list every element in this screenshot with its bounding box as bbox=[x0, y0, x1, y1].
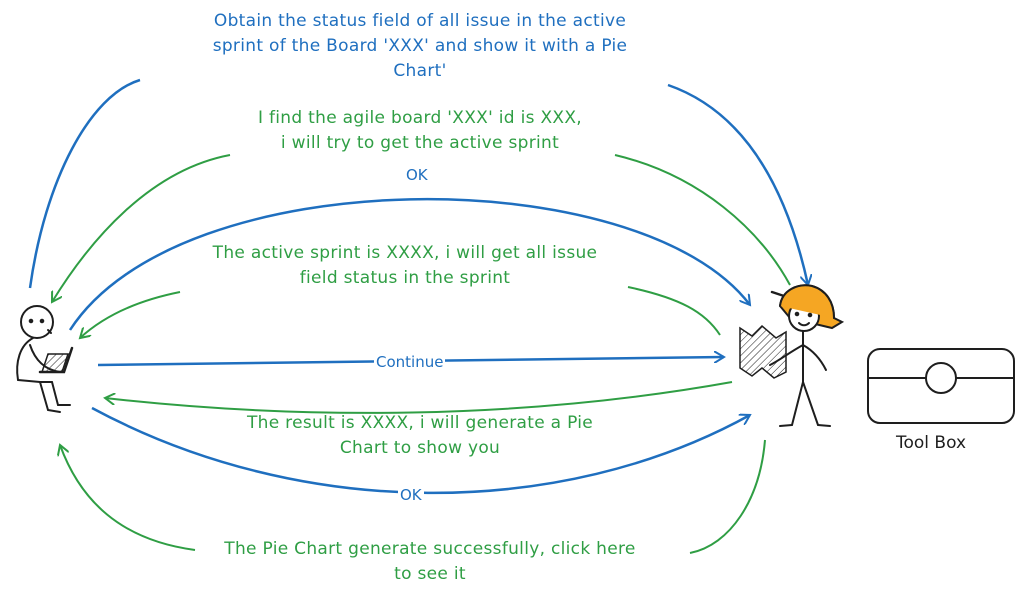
arrow-sprint-out bbox=[627, 286, 721, 336]
user-figure bbox=[16, 305, 74, 413]
arrow-board-out bbox=[614, 154, 791, 286]
active-sprint-line-1: The active sprint is XXXX, i will get al… bbox=[212, 243, 598, 263]
board-found-message: I find the agile board 'XXX' id is XXX, … bbox=[200, 106, 640, 156]
arrow-ok-bottom bbox=[91, 406, 750, 495]
toolbox-label: Tool Box bbox=[896, 433, 967, 453]
active-sprint-line-2: field status in the sprint bbox=[299, 268, 511, 288]
arrow-result bbox=[105, 381, 733, 414]
request-line-1: Obtain the status field of all issue in … bbox=[213, 11, 627, 31]
toolbox-icon bbox=[867, 348, 1015, 424]
request-message: Obtain the status field of all issue in … bbox=[150, 9, 690, 84]
board-found-line-1: I find the agile board 'XXX' id is XXX, bbox=[257, 108, 583, 128]
arrow-ok-top bbox=[68, 198, 750, 331]
board-found-line-2: i will try to get the active sprint bbox=[280, 133, 560, 153]
request-line-2: sprint of the Board 'XXX' and show it wi… bbox=[212, 36, 628, 56]
arrow-request-in bbox=[667, 83, 808, 285]
arrow-board-in bbox=[52, 154, 231, 302]
map-icon bbox=[739, 324, 787, 379]
arrow-done-out bbox=[689, 439, 766, 554]
arrow-request-out bbox=[28, 78, 141, 289]
done-message[interactable]: The Pie Chart generate successfully, cli… bbox=[180, 537, 680, 587]
result-line-2: Chart to show you bbox=[339, 438, 501, 458]
result-message: The result is XXXX, i will generate a Pi… bbox=[200, 411, 640, 461]
agent-figure bbox=[739, 284, 845, 427]
arrow-sprint-in bbox=[80, 291, 181, 338]
continue-label: Continue bbox=[374, 353, 446, 371]
active-sprint-message: The active sprint is XXXX, i will get al… bbox=[160, 241, 650, 291]
result-line-1: The result is XXXX, i will generate a Pi… bbox=[246, 413, 594, 433]
ok-top-label: OK bbox=[404, 166, 430, 184]
done-line-2[interactable]: to see it bbox=[394, 564, 466, 584]
done-line-1[interactable]: The Pie Chart generate successfully, cli… bbox=[224, 539, 636, 559]
arrow-done-in bbox=[60, 445, 196, 551]
request-line-3: Chart' bbox=[393, 61, 447, 81]
ok-bottom-label: OK bbox=[398, 486, 424, 504]
